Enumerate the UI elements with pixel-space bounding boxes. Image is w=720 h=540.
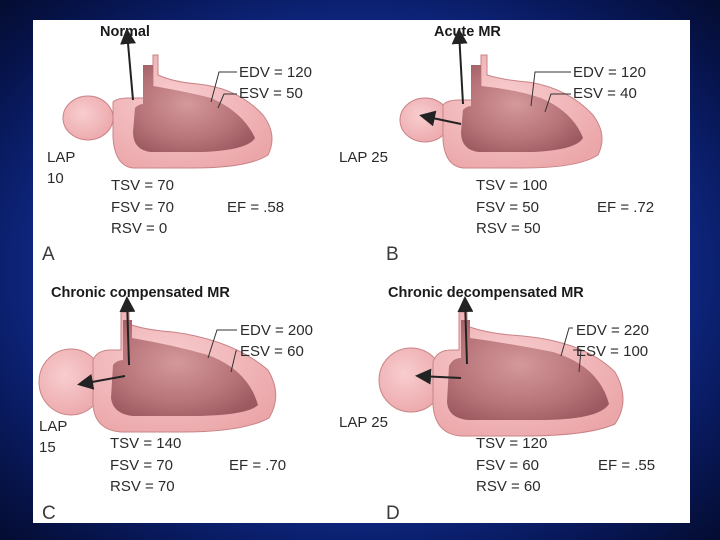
- panel-letter: C: [42, 503, 56, 523]
- fsv-label: FSV = 70: [110, 457, 173, 474]
- panel-title: Acute MR: [434, 24, 501, 40]
- tsv-label: TSV = 70: [111, 177, 174, 194]
- ef-label: EF = .58: [227, 199, 284, 216]
- rsv-label: RSV = 0: [111, 220, 167, 237]
- esv-label: ESV = 60: [240, 343, 304, 360]
- lap-label: LAP: [47, 149, 75, 166]
- esv-label: ESV = 40: [573, 85, 637, 102]
- lap-label: LAP: [39, 418, 67, 435]
- fsv-label: FSV = 70: [111, 199, 174, 216]
- slide-panel: Normal EDV = 120 ESV = 50 LAP 10 TSV = 7…: [33, 20, 690, 523]
- heart-illustration: [379, 300, 623, 436]
- lap-label: LAP 25: [339, 414, 388, 431]
- rsv-label: RSV = 50: [476, 220, 541, 237]
- lap-value: 15: [39, 439, 56, 456]
- rsv-label: RSV = 60: [476, 478, 541, 495]
- esv-label: ESV = 50: [239, 85, 303, 102]
- ef-label: EF = .70: [229, 457, 286, 474]
- panel-title: Chronic compensated MR: [51, 285, 230, 301]
- ef-label: EF = .72: [597, 199, 654, 216]
- aortic-flow-arrow: [459, 32, 463, 104]
- panel-c: Chronic compensated MR EDV = 200 ESV = 6…: [39, 285, 313, 523]
- heart-illustration: [39, 300, 276, 432]
- mitral-regurgitation-diagram: Normal EDV = 120 ESV = 50 LAP 10 TSV = 7…: [33, 20, 690, 523]
- heart-illustration: [400, 32, 602, 168]
- fsv-label: FSV = 50: [476, 199, 539, 216]
- tsv-label: TSV = 100: [476, 177, 547, 194]
- esv-label: ESV = 100: [576, 343, 648, 360]
- panel-d: Chronic decompensated MR EDV = 220 ESV =…: [339, 285, 655, 523]
- lap-label: LAP 25: [339, 149, 388, 166]
- lap-value: 10: [47, 170, 64, 187]
- tsv-label: TSV = 140: [110, 435, 181, 452]
- rsv-label: RSV = 70: [110, 478, 175, 495]
- fsv-label: FSV = 60: [476, 457, 539, 474]
- panel-a: Normal EDV = 120 ESV = 50 LAP 10 TSV = 7…: [42, 24, 312, 265]
- edv-label: EDV = 220: [576, 322, 649, 339]
- tsv-label: TSV = 120: [476, 435, 547, 452]
- edv-label: EDV = 200: [240, 322, 313, 339]
- panel-letter: A: [42, 244, 55, 265]
- panel-letter: D: [386, 503, 400, 523]
- panel-title: Chronic decompensated MR: [388, 285, 584, 301]
- panel-b: Acute MR EDV = 120 ESV = 40 LAP 25 TSV =…: [339, 24, 654, 265]
- panel-letter: B: [386, 244, 399, 265]
- aortic-flow-arrow: [127, 32, 133, 100]
- edv-label: EDV = 120: [573, 64, 646, 81]
- ef-label: EF = .55: [598, 457, 655, 474]
- left-atrium: [63, 96, 113, 140]
- edv-label: EDV = 120: [239, 64, 312, 81]
- panel-title: Normal: [100, 24, 150, 40]
